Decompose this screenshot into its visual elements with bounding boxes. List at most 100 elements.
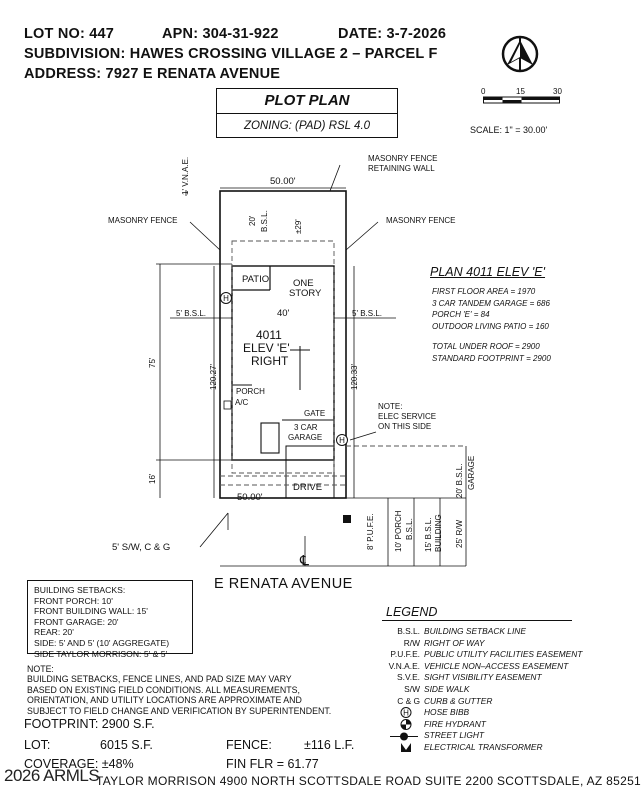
setbacks-title: BUILDING SETBACKS: — [34, 585, 126, 595]
scale-tick-15: 15 — [516, 87, 525, 96]
legend-item: B.S.L.BUILDING SETBACK LINE — [397, 626, 526, 636]
building-bsl: 15' B.S.L. — [424, 517, 433, 552]
gate-label: GATE — [304, 409, 326, 418]
note-title: NOTE: — [27, 664, 54, 674]
plan-info-total: TOTAL UNDER ROOF = 2900 — [432, 342, 540, 351]
ac-unit-icon — [223, 400, 232, 410]
note-line: BASED ON EXISTING FIELD CONDITIONS. ALL … — [27, 684, 300, 695]
side-bsl-left: 5' B.S.L. — [176, 309, 206, 318]
depth-left: 120.27' — [209, 364, 218, 390]
note-line: ORIENTATION, AND UTILITY LOCATIONS ARE A… — [27, 695, 302, 706]
elec-note-line: ELEC SERVICE — [378, 412, 437, 421]
street-light-icon — [390, 732, 418, 741]
lot-area: 6015 S.F. — [100, 738, 153, 752]
depth-75: 75' — [148, 357, 157, 368]
plan-info-line: PORCH 'E' = 84 — [432, 310, 490, 319]
scale-bar — [483, 96, 560, 104]
svg-text:H: H — [223, 294, 229, 303]
mls-watermark: 2026 ARMLS — [4, 766, 100, 785]
garage-label: 3 CAR — [294, 423, 318, 432]
plan-info-totals: TOTAL UNDER ROOF = 2900 STANDARD FOOTPRI… — [432, 341, 551, 364]
fire-hydrant-icon — [400, 719, 412, 731]
fence-right-label: MASONRY FENCE — [386, 216, 456, 225]
depth-16: 16' — [148, 473, 157, 484]
drive-label: DRIVE — [293, 482, 323, 493]
plan-info-total: STANDARD FOOTPRINT = 2900 — [432, 353, 551, 363]
ac-label: A/C — [235, 398, 249, 407]
one-story-label-2: STORY — [289, 288, 322, 299]
pufe-label: 8' P.U.F.E. — [366, 513, 375, 550]
hose-bibb-icon: H H — [220, 292, 348, 446]
sidewalk-curb-label: 5' S/W, C & G — [112, 542, 171, 553]
scale-label: SCALE: 1" = 30.00' — [470, 125, 548, 135]
setback-line: SIDE: 5' AND 5' (10' AGGREGATE) — [34, 637, 170, 648]
legend-item: S.V.E.SIGHT VISIBILITY EASEMENT — [397, 672, 542, 683]
legend-rule — [382, 620, 572, 621]
fence-left-label: MASONRY FENCE — [108, 216, 178, 225]
legend-item: P.U.F.E.PUBLIC UTILITY FACILITIES EASEME… — [390, 649, 583, 660]
street-name: E RENATA AVENUE — [214, 576, 353, 592]
lot-number: LOT NO: 447 — [24, 26, 115, 42]
north-arrow-icon — [501, 35, 539, 73]
scale-tick-30: 30 — [553, 87, 562, 96]
coverage: COVERAGE: ±48% — [24, 757, 134, 771]
house-elevation: ELEV 'E' — [243, 341, 290, 355]
buildable-envelope — [231, 240, 335, 474]
legend-item: ELECTRICAL TRANSFORMER — [370, 742, 582, 754]
disclaimer-note: NOTE: BUILDING SETBACKS, FENCE LINES, AN… — [27, 664, 331, 716]
hose-bibb-icon: H — [400, 707, 412, 719]
setback-line: SIDE TAYLOR MORRISON: 5' & 5' — [34, 648, 168, 659]
one-story-label: ONE — [293, 278, 314, 289]
fence-length: ±116 L.F. — [304, 738, 355, 752]
house-orientation: RIGHT — [251, 354, 289, 368]
plan-info-line: FIRST FLOOR AREA = 1970 — [432, 287, 536, 296]
building-bsl-label: BUILDING — [434, 514, 443, 552]
subdivision: SUBDIVISION: HAWES CROSSING VILLAGE 2 – … — [24, 46, 438, 62]
legend-item: V.N.A.E.VEHICLE NON–ACCESS EASEMENT — [388, 660, 569, 671]
rear-distance: ±29' — [294, 219, 303, 234]
rear-bsl-label: B.S.L. — [260, 210, 269, 232]
svg-text:H: H — [403, 709, 409, 718]
finished-floor: FIN FLR = 61.77 — [226, 757, 319, 771]
right-of-way: 25' R/W — [455, 519, 464, 548]
electrical-transformer-icon — [401, 743, 411, 753]
house-width: 40' — [277, 308, 290, 319]
plan-info-areas: FIRST FLOOR AREA = 1970 3 CAR TANDEM GAR… — [432, 286, 550, 332]
setbacks-box: BUILDING SETBACKS: FRONT PORCH: 10' FRON… — [27, 580, 193, 659]
front-width: 50.00' — [237, 492, 263, 503]
plot-plan-title: PLOT PLAN — [217, 89, 397, 114]
svg-text:H: H — [339, 436, 345, 445]
garage-bsl-label: GARAGE — [467, 455, 476, 490]
fence-rear-label-2: RETAINING WALL — [368, 164, 435, 173]
title-block: PLOT PLAN ZONING: (PAD) RSL 4.0 — [216, 88, 398, 138]
note-line: SUBJECT TO FIELD CHANGE AND VERIFICATION… — [27, 705, 332, 716]
garage-label-2: GARAGE — [288, 433, 323, 442]
elec-note-title: NOTE: — [378, 402, 403, 411]
elec-note-line-2: ON THIS SIDE — [378, 422, 432, 431]
garage-bsl: 20' B.S.L. — [455, 463, 464, 498]
setback-line: FRONT PORCH: 10' — [34, 595, 113, 606]
legend-title: LEGEND — [386, 605, 438, 619]
porch-bsl: 10' PORCH — [394, 510, 403, 552]
setback-line: REAR: 20' — [34, 627, 74, 638]
apn: APN: 304-31-922 — [162, 26, 279, 42]
address: ADDRESS: 7927 E RENATA AVENUE — [24, 66, 281, 82]
fence-rear-label: MASONRY FENCE — [368, 154, 438, 163]
porch-label: PORCH — [236, 387, 265, 396]
legend-item: FIRE HYDRANT — [370, 719, 582, 731]
legend-item: STREET LIGHT — [370, 730, 582, 742]
setback-line: FRONT BUILDING WALL: 15' — [34, 606, 148, 617]
rear-width: 50.00' — [270, 176, 296, 187]
plan-info-title: PLAN 4011 ELEV 'E' — [430, 265, 546, 279]
note-line: BUILDING SETBACKS, FENCE LINES, AND PAD … — [27, 674, 292, 685]
house-plan-number: 4011 — [256, 328, 282, 342]
depth-right: 120.33' — [350, 364, 359, 390]
rear-bsl: 20' — [248, 215, 257, 226]
fence-label: FENCE: — [226, 738, 272, 752]
builder-address: TAYLOR MORRISON 4900 NORTH SCOTTSDALE RO… — [96, 774, 641, 788]
